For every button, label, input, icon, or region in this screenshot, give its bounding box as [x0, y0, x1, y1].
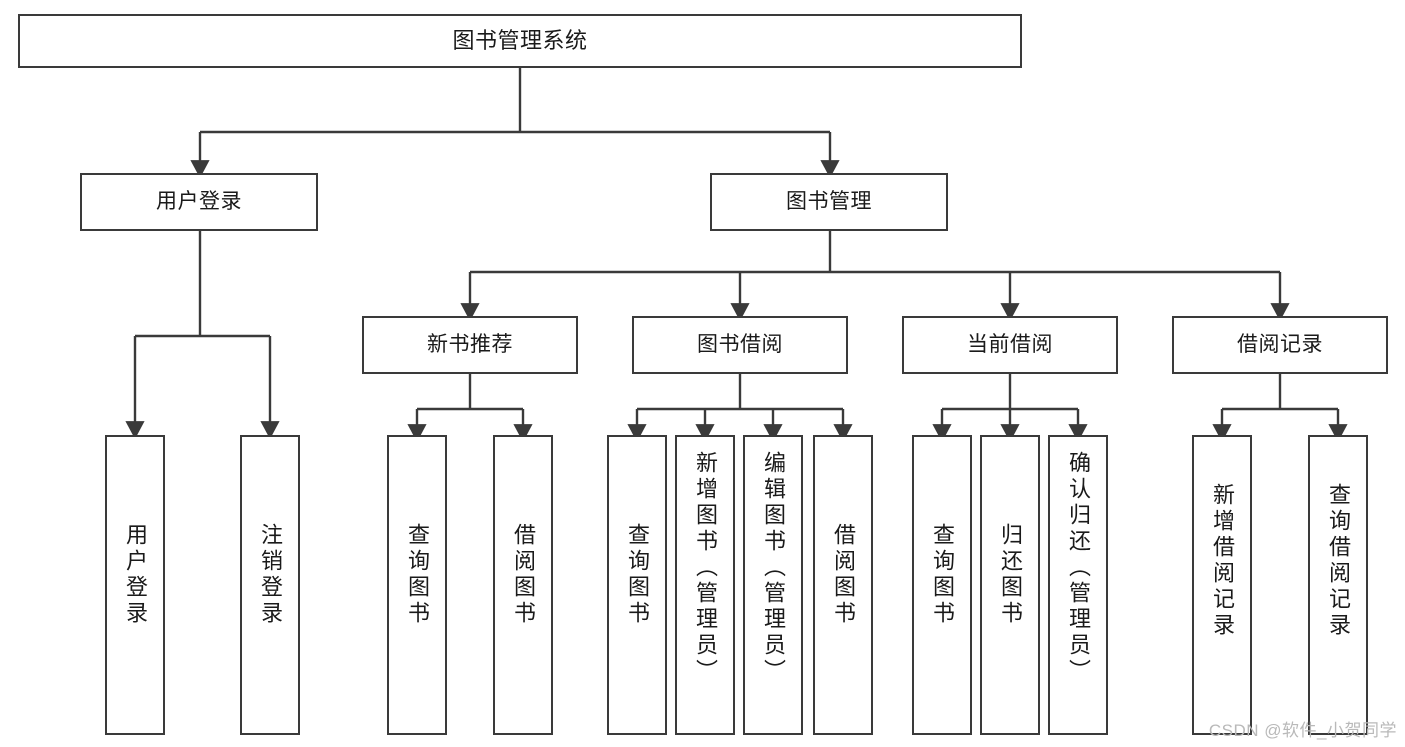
- node-book-borrowing[interactable]: 图书借阅: [632, 316, 848, 374]
- node-label: 新书推荐: [427, 333, 513, 357]
- node-user-login[interactable]: 用户登录: [80, 173, 318, 231]
- node-book-management-system[interactable]: 图书管理系统: [18, 14, 1022, 68]
- node-label: 借阅图书: [511, 523, 536, 627]
- leaf-query-book-1[interactable]: 查询图书: [387, 435, 447, 735]
- node-label: 当前借阅: [967, 333, 1053, 357]
- node-label: 新增图书（管理员）: [693, 451, 718, 685]
- node-borrowing-record[interactable]: 借阅记录: [1172, 316, 1388, 374]
- node-label: 用户登录: [123, 523, 148, 627]
- node-label: 图书借阅: [697, 333, 783, 357]
- leaf-borrow-book-1[interactable]: 借阅图书: [493, 435, 553, 735]
- node-new-book-recommendation[interactable]: 新书推荐: [362, 316, 578, 374]
- node-label: 编辑图书（管理员）: [761, 451, 786, 685]
- node-label: 注销登录: [258, 523, 283, 627]
- leaf-borrow-book-2[interactable]: 借阅图书: [813, 435, 873, 735]
- node-label: 归还图书: [998, 523, 1023, 627]
- node-label: 图书管理系统: [452, 27, 588, 53]
- node-label: 新增借阅记录: [1210, 483, 1235, 639]
- node-label: 查询图书: [405, 523, 430, 627]
- node-label: 确认归还（管理员）: [1066, 451, 1091, 685]
- node-current-borrowing[interactable]: 当前借阅: [902, 316, 1118, 374]
- leaf-user-login[interactable]: 用户登录: [105, 435, 165, 735]
- csdn-watermark: CSDN @软件_小贺同学: [1208, 721, 1397, 740]
- node-label: 图书管理: [786, 190, 872, 214]
- node-label: 用户登录: [156, 190, 242, 214]
- node-label: 借阅记录: [1237, 333, 1323, 357]
- leaf-confirm-return[interactable]: 确认归还（管理员）: [1048, 435, 1108, 735]
- leaf-query-borrowing-record[interactable]: 查询借阅记录: [1308, 435, 1368, 735]
- node-label: 查询图书: [625, 523, 650, 627]
- leaf-add-borrowing-record[interactable]: 新增借阅记录: [1192, 435, 1252, 735]
- leaf-return-book[interactable]: 归还图书: [980, 435, 1040, 735]
- leaf-logout[interactable]: 注销登录: [240, 435, 300, 735]
- leaf-query-book-3[interactable]: 查询图书: [912, 435, 972, 735]
- node-label: 借阅图书: [831, 523, 856, 627]
- node-label: 查询图书: [930, 523, 955, 627]
- leaf-query-book-2[interactable]: 查询图书: [607, 435, 667, 735]
- leaf-add-book[interactable]: 新增图书（管理员）: [675, 435, 735, 735]
- leaf-edit-book[interactable]: 编辑图书（管理员）: [743, 435, 803, 735]
- node-book-management[interactable]: 图书管理: [710, 173, 948, 231]
- node-label: 查询借阅记录: [1326, 483, 1351, 639]
